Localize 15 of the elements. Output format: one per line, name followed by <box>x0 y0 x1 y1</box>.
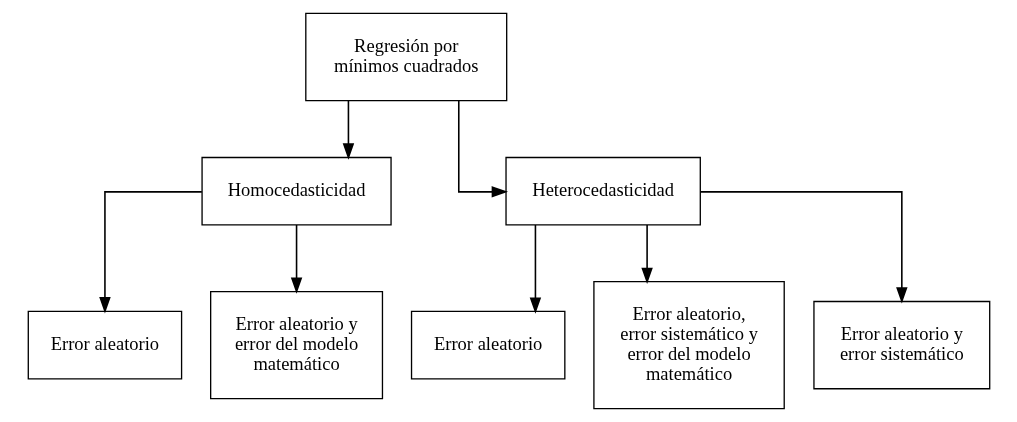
arrow <box>640 224 653 285</box>
node-box: Error aleatorio, error sistemático y error del modelo matemático <box>592 281 785 410</box>
node-box: Error aleatorio y error del modelo matemático <box>209 290 383 400</box>
arrow <box>457 100 508 198</box>
arrow <box>290 224 302 294</box>
node-box: Error aleatorio <box>27 310 182 380</box>
arrow <box>342 100 354 160</box>
node-box: Error aleatorio y error sistemático <box>812 300 990 390</box>
node-box: Heterocedasticidad <box>504 156 701 226</box>
arrow <box>699 191 908 304</box>
node-box: Error aleatorio <box>410 310 565 380</box>
arrow <box>529 224 541 314</box>
node-box: Regresión por mínimos cuadrados <box>304 12 507 102</box>
node-box: Homocedasticidad <box>200 156 392 226</box>
arrow <box>98 191 203 314</box>
